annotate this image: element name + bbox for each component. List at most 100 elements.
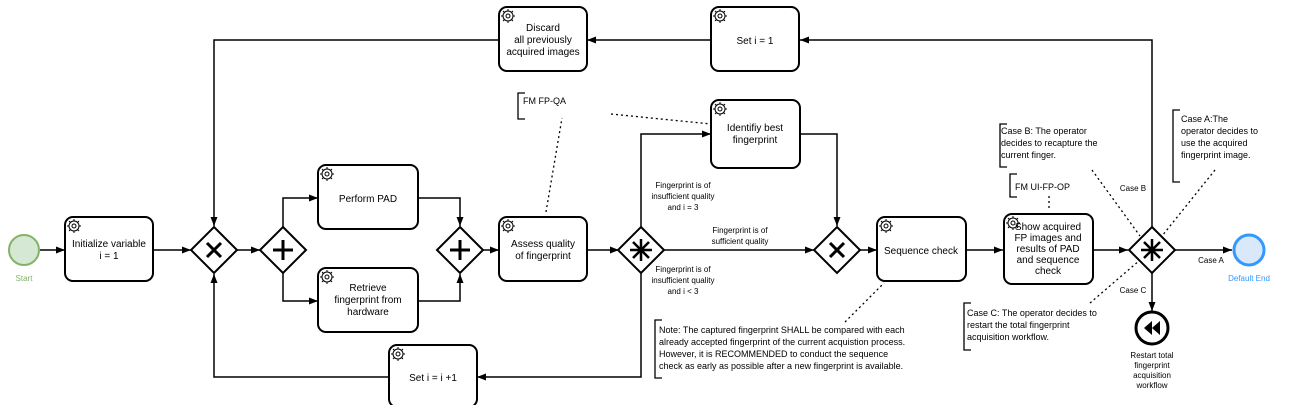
annotation-case-a: Case A:The operator decides to use the acq… xyxy=(1172,109,1258,183)
gear-icon xyxy=(713,102,727,116)
text-line: acquired images xyxy=(506,47,579,58)
text-line: insufficient quality xyxy=(652,192,715,201)
text-line: Assess quality xyxy=(511,239,575,250)
text-line: FM FP-QA xyxy=(523,96,566,106)
annotation-case-b: Case B: The operator decides to recapture… xyxy=(999,123,1098,168)
task-set-i-1: Set i = 1 xyxy=(710,6,800,72)
text-line: current finger. xyxy=(1001,150,1056,160)
gear-icon xyxy=(320,167,334,181)
end-event-label: Default End xyxy=(1228,274,1270,283)
text-line: Retrieve xyxy=(349,283,387,294)
text-line: results of PAD xyxy=(1016,244,1079,255)
complex-gateway-operator xyxy=(1127,225,1177,275)
flow-discard-xor1 xyxy=(210,39,499,226)
text-line: fingerprint image. xyxy=(1181,150,1251,160)
flow-identify-xor2 xyxy=(800,133,841,226)
gear-icon xyxy=(67,219,81,233)
start-event: Start xyxy=(8,234,40,283)
edge-label-case-b: Case B xyxy=(1120,184,1146,193)
annotation-fm-ui-fp-op-text: FM UI-FP-OP xyxy=(1015,182,1070,192)
gear-icon xyxy=(713,9,727,23)
complex-gateway-quality xyxy=(616,225,666,275)
assoc-casea-gateway xyxy=(1161,169,1216,237)
text-line: check xyxy=(1035,266,1062,277)
task-perform-pad: Perform PAD xyxy=(317,164,419,230)
text-line: and sequence xyxy=(1017,255,1080,266)
annotation-sequence-note: Note: The captured fingerprint SHALL be … xyxy=(654,319,905,379)
text-line: Case A:The xyxy=(1181,114,1228,124)
text-line: workflow xyxy=(1135,381,1167,390)
text-line: Perform PAD xyxy=(339,194,397,205)
text-line: acquisition xyxy=(1133,371,1171,380)
text-line: Initialize variable xyxy=(72,239,146,250)
edge-label-insufficient-eq3: Fingerprint is of insufficient quality and… xyxy=(652,181,715,212)
text-line: check as early as possible after a new f… xyxy=(659,361,903,371)
assoc-fpqa-assess xyxy=(545,117,563,213)
text-line: of fingerprint xyxy=(515,251,571,262)
text-line: fingerprint xyxy=(1134,361,1170,370)
xor-gateway-sequence-merge xyxy=(812,225,862,275)
text-line: However, it is RECOMMENDED to conduct th… xyxy=(659,349,888,359)
text-line: acquisition workflow. xyxy=(967,332,1049,342)
annotation-fm-fp-qa: FM FP-QA xyxy=(517,92,566,120)
text-line: Case B: The operator xyxy=(1001,126,1087,136)
flow-pad-and2 xyxy=(418,197,464,226)
annotation-fm-ui-fp-op: FM UI-FP-OP xyxy=(1009,173,1070,198)
text-line: Identifiy best xyxy=(727,123,783,134)
gear-icon xyxy=(501,219,515,233)
annotation-sequence-note-text: Note: The captured fingerprint SHALL be … xyxy=(659,325,905,371)
parallel-gateway-split xyxy=(258,225,308,275)
end-event: Default End xyxy=(1228,233,1270,283)
text-line: Show acquired xyxy=(1015,222,1081,233)
edge-label-case-c: Case C xyxy=(1120,286,1147,295)
gear-icon xyxy=(879,219,893,233)
text-line: decides to recapture the xyxy=(1001,138,1098,148)
assoc-casec-gateway xyxy=(1089,259,1141,304)
annotation-case-a-text: Case A:The operator decides to use the acq… xyxy=(1181,114,1258,160)
text-line: Note: The captured fingerprint SHALL be … xyxy=(659,325,905,335)
text-line: fingerprint from xyxy=(334,295,401,306)
gear-icon xyxy=(501,9,515,23)
assoc-note-sequence xyxy=(844,282,885,323)
task-set-inc-label: Set i = i +1 xyxy=(409,373,457,384)
text-line: operator decides to xyxy=(1181,126,1258,136)
text-line: FP images and xyxy=(1014,233,1081,244)
assoc-fpqa-identify xyxy=(610,113,712,125)
flow-setinc-xor1 xyxy=(210,274,389,378)
task-sequence-check: Sequence check xyxy=(876,216,967,282)
task-perform-pad-label: Perform PAD xyxy=(339,194,397,205)
assoc-caseb-gateway xyxy=(1091,169,1141,237)
text-line: restart the total fingerprint xyxy=(967,320,1070,330)
flow-complex1-setinc xyxy=(477,273,642,381)
restart-event xyxy=(1134,310,1170,346)
text-line: and i = 3 xyxy=(668,203,699,212)
text-line: Fingerprint is of xyxy=(655,265,711,274)
text-line: Fingerprint is of xyxy=(655,181,711,190)
xor-gateway-merge xyxy=(189,225,239,275)
task-set-i-increment: Set i = i +1 xyxy=(388,344,478,405)
edge-label-case-a: Case A xyxy=(1198,256,1224,265)
annotation-case-b-text: Case B: The operator decides to recapture… xyxy=(1001,126,1098,160)
flow-and1-pad xyxy=(282,194,318,227)
text-line: FM UI-FP-OP xyxy=(1015,182,1070,192)
text-line: sufficient quality xyxy=(712,237,769,246)
text-line: use the acquired xyxy=(1181,138,1248,148)
gear-icon xyxy=(1006,216,1020,230)
text-line: hardware xyxy=(347,307,389,318)
text-line: already accepted fingerprint of the curr… xyxy=(659,337,905,347)
text-line: Set i = 1 xyxy=(737,36,774,47)
text-line: fingerprint xyxy=(733,135,778,146)
